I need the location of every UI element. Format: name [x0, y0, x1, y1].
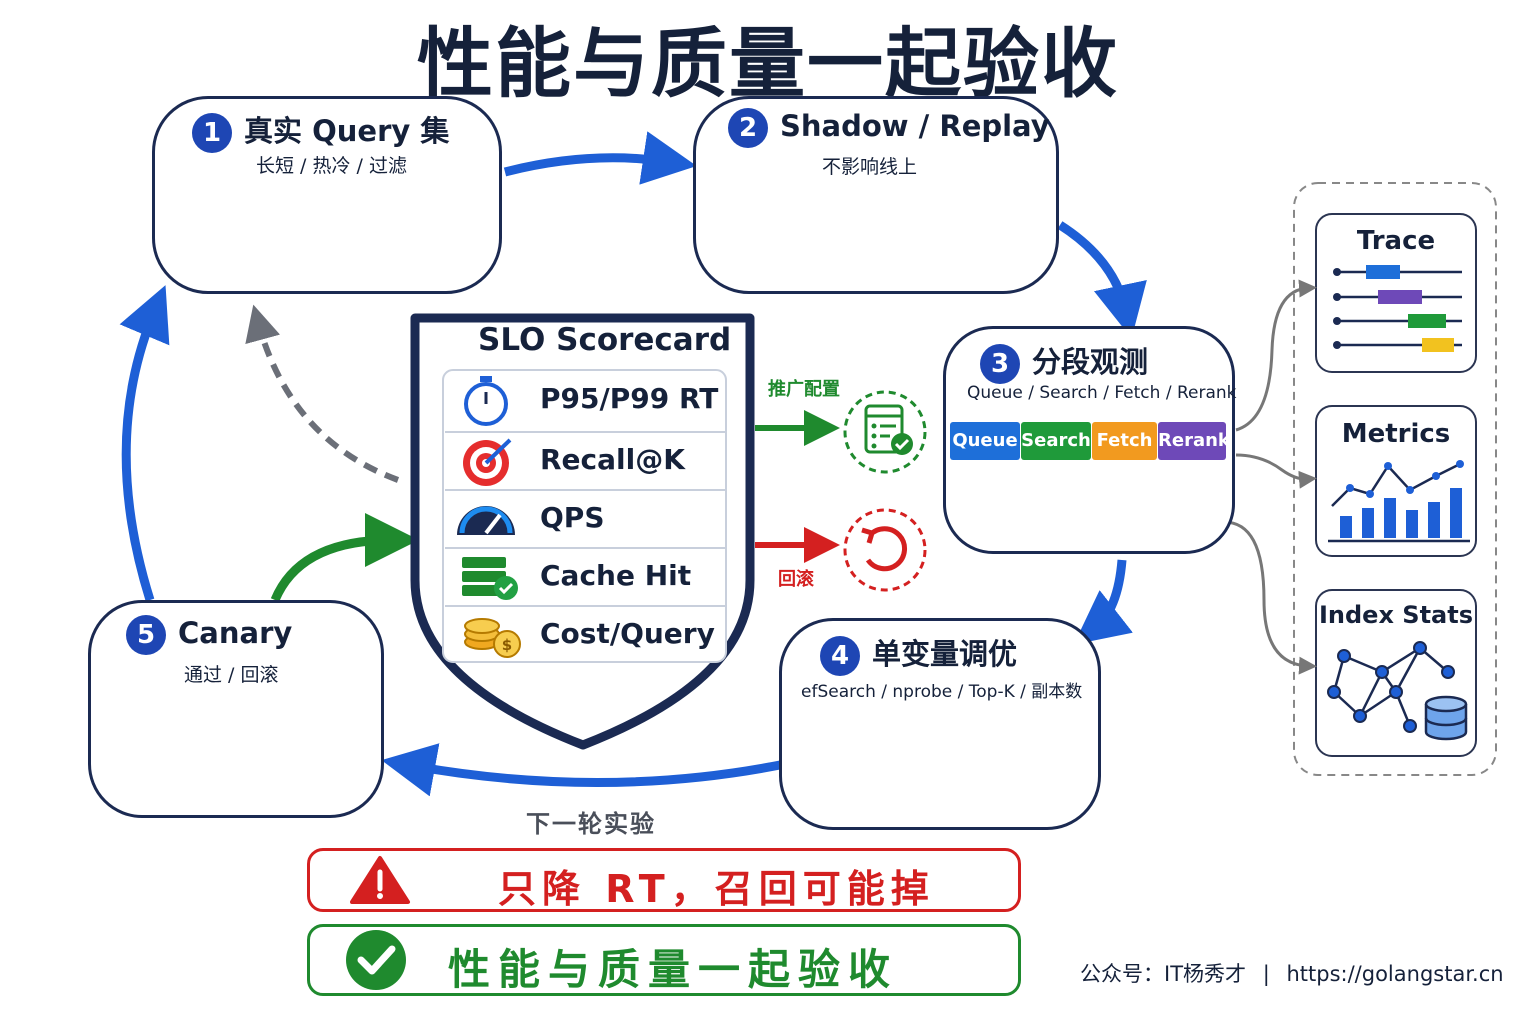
- metric-label: P95/P99 RT: [540, 382, 719, 415]
- step-2-title: Shadow / Replay: [780, 109, 1050, 143]
- step-3-subtitle: Queue / Search / Fetch / Rerank: [967, 383, 1237, 403]
- arrow-dashed-back: [245, 304, 400, 483]
- footer-author: 公众号：IT杨秀才: [1080, 962, 1247, 986]
- success-text: 性能与质量一起验收: [448, 945, 899, 994]
- arrow-5-to-scorecard: [270, 513, 419, 602]
- rollback-label: 回滚: [778, 569, 814, 590]
- segment-search: Search: [1021, 422, 1091, 460]
- arrow-3-to-4: [1073, 559, 1133, 645]
- segment-fetch: Fetch: [1092, 422, 1157, 460]
- footer: 公众号：IT杨秀才 | https://golangstar.cn: [1080, 958, 1504, 988]
- step-number-badge: 1: [192, 113, 232, 153]
- step-4-title-row: 4 单变量调优: [820, 631, 1017, 676]
- svg-text:$: $: [502, 636, 512, 654]
- step-5-subtitle: 通过 / 回滚: [184, 664, 279, 686]
- promote-label: 推广配置: [768, 379, 840, 400]
- scorecard-row: Recall@K: [445, 431, 725, 487]
- warning-box: [307, 848, 1021, 912]
- connector-index: [1221, 520, 1317, 675]
- step-5-title-row: 5 Canary: [126, 615, 292, 655]
- step-1-title-row: 1 真实 Query 集: [192, 108, 449, 153]
- arrow-2-to-3: [1057, 221, 1147, 339]
- step-1-subtitle: 长短 / 热冷 / 过滤: [256, 155, 407, 177]
- step-2-title-row: 2 Shadow / Replay: [728, 108, 1050, 148]
- step-number-badge: 4: [820, 636, 860, 676]
- metric-label: Recall@K: [540, 443, 685, 476]
- arrow-1-to-2: [503, 131, 697, 185]
- arrow-5-to-1: [119, 285, 170, 602]
- metrics-chart-icon: [1328, 460, 1470, 543]
- trace-title: Trace: [1356, 226, 1436, 256]
- page-title: 性能与质量一起验收: [417, 19, 1119, 108]
- scorecard-row: P95/P99 RT: [445, 372, 725, 428]
- step-number-badge: 5: [126, 615, 166, 655]
- metrics-title: Metrics: [1341, 419, 1451, 449]
- segment-rerank: Rerank: [1158, 422, 1230, 460]
- loop-label: 下一轮实验: [526, 810, 656, 838]
- connector-trace: [1235, 279, 1317, 432]
- step-number-badge: 3: [980, 344, 1020, 384]
- warning-text: 只降 RT，召回可能掉: [498, 867, 935, 911]
- observability-panel: [1293, 182, 1497, 776]
- scorecard-title: SLO Scorecard: [478, 322, 732, 358]
- warning-icon: [350, 856, 410, 904]
- step-4-subtitle: efSearch / nprobe / Top-K / 副本数: [801, 682, 1083, 702]
- step-5-title: Canary: [178, 616, 293, 650]
- scorecard-row: QPS: [445, 489, 725, 545]
- promote-icon: [843, 390, 927, 474]
- success-box: [307, 924, 1021, 996]
- scorecard-row: Cost/Query: [445, 605, 725, 661]
- gauge-icon: [457, 506, 515, 535]
- connector-metrics: [1235, 453, 1317, 489]
- success-check-icon: [346, 930, 406, 990]
- segment-queue: Queue: [950, 422, 1020, 460]
- footer-url[interactable]: https://golangstar.cn: [1286, 962, 1504, 986]
- metric-label: QPS: [540, 501, 605, 534]
- rollback-icon: [843, 508, 927, 592]
- metric-label: Cost/Query: [540, 617, 715, 650]
- arrow-4-to-5: [381, 743, 781, 797]
- coins-icon: $: [464, 618, 521, 658]
- metric-label: Cache Hit: [540, 559, 692, 592]
- step-1-title: 真实 Query 集: [244, 114, 450, 148]
- stopwatch-icon: [464, 376, 508, 426]
- step-3-title-row: 3 分段观测: [980, 339, 1148, 384]
- trace-timeline-icon: [1333, 265, 1462, 352]
- index-stats-title: Index Stats: [1318, 601, 1474, 629]
- step-4-title: 单变量调优: [872, 637, 1018, 671]
- footer-separator: |: [1262, 962, 1270, 986]
- target-icon: [463, 438, 512, 486]
- graph-network-icon: [1327, 641, 1468, 741]
- step-2-subtitle: 不影响线上: [822, 156, 918, 178]
- step-number-badge: 2: [728, 108, 768, 148]
- server-check-icon: [462, 557, 518, 600]
- scorecard-row: Cache Hit: [445, 547, 725, 603]
- step-3-title: 分段观测: [1032, 345, 1149, 379]
